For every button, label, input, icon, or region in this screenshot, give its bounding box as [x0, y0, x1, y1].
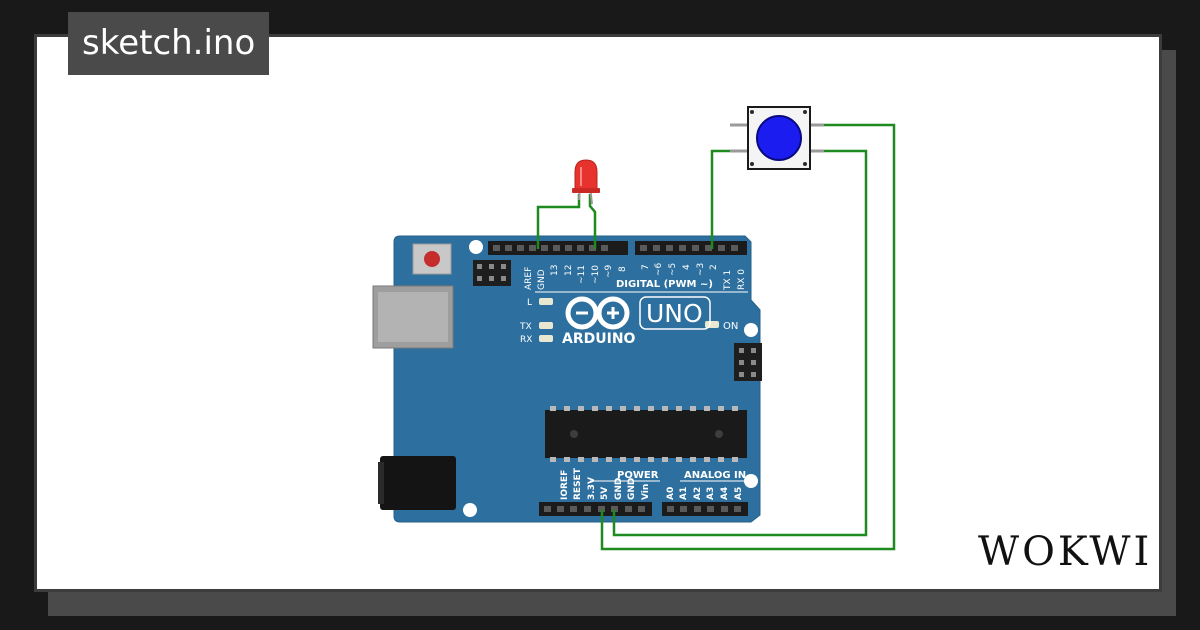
arduino-logo: [565, 296, 630, 330]
board-model: UNO: [646, 299, 703, 328]
analog-label: ANALOG IN: [684, 470, 746, 481]
led-l: [539, 298, 553, 305]
led-rx-label: RX: [520, 335, 532, 345]
pin-label: 7: [641, 264, 651, 270]
pin-label: IOREF: [560, 470, 570, 500]
icsp-header-right: [734, 343, 762, 381]
pin-label: A4: [720, 487, 730, 500]
analog-header: [662, 502, 748, 516]
power-label: POWER: [617, 470, 659, 481]
wire-led-gnd: [536, 194, 581, 249]
pin-label: A0: [666, 487, 676, 500]
pin-label: A2: [693, 487, 703, 500]
on-label: ON: [723, 321, 738, 332]
pin-label: TX 1: [723, 270, 733, 291]
pin-label: ~3: [696, 263, 706, 276]
pin-label: ~9: [604, 264, 614, 278]
power-jack: [380, 456, 456, 510]
led-l-label: L: [527, 298, 532, 308]
pin-label: AREF: [524, 267, 534, 290]
pin-label: A5: [734, 487, 744, 500]
led-tx-label: TX: [519, 322, 532, 332]
pin-label: GND: [627, 478, 637, 500]
atmega-chip: [545, 406, 747, 462]
file-title: sketch.ino: [68, 12, 270, 75]
arduino-brand-text: ARDUINO: [562, 331, 636, 347]
pin-label: 5V: [600, 487, 610, 500]
pushbutton[interactable]: [730, 106, 824, 170]
pin-label: RX 0: [737, 269, 747, 290]
pin-label: ~5: [668, 263, 678, 276]
wire-button-5v: [600, 123, 896, 551]
pin-label: A1: [679, 487, 689, 500]
led-tx: [539, 322, 553, 329]
pin-label: 13: [550, 265, 560, 276]
pin-label: 2: [709, 264, 719, 270]
led-on: [705, 321, 719, 328]
mounting-hole: [463, 503, 477, 517]
wire-button-pin2: [710, 149, 730, 249]
pin-label: 12: [564, 265, 574, 276]
pin-label: 4: [682, 264, 692, 270]
mounting-hole: [744, 474, 758, 488]
logo-minus-plus: [576, 307, 619, 319]
pin-label: 8: [618, 266, 628, 272]
icsp-header-top: [473, 260, 511, 286]
wokwi-logo: WOKWI: [978, 529, 1153, 575]
wires: [536, 123, 896, 551]
pin-label: ~11: [577, 265, 587, 284]
pin-label: A3: [706, 487, 716, 500]
pushbutton-cap: [756, 115, 802, 161]
pin-label: RESET: [573, 467, 583, 500]
analog-pin-labels: A0 A1 A2 A3 A4 A5: [666, 487, 744, 500]
red-led[interactable]: [572, 159, 600, 205]
digital-pin-labels: AREF GND 13 12 ~11 ~10 ~9 8 7 ~6 ~5 4 ~3…: [524, 262, 747, 291]
mounting-hole: [469, 240, 483, 254]
digital-header-left: [488, 241, 628, 255]
mounting-hole: [744, 323, 758, 337]
pin-label: GND: [537, 269, 547, 290]
digital-header-label: DIGITAL (PWM ~): [616, 279, 713, 290]
reset-button-cap[interactable]: [424, 251, 440, 267]
power-pin-labels: IOREF RESET 3.3V 5V GND GND Vin: [560, 467, 651, 500]
led-rx: [539, 335, 553, 342]
arduino-uno-board[interactable]: AREF GND 13 12 ~11 ~10 ~9 8 7 ~6 ~5 4 ~3…: [372, 235, 762, 523]
pin-label: ~6: [654, 262, 664, 276]
pin-label: Vin: [641, 484, 651, 500]
pin-label: ~10: [591, 265, 601, 284]
power-header: [539, 502, 652, 516]
uno-badge: [639, 296, 711, 330]
digital-header-right: [635, 241, 747, 255]
pin-label: 3.3V: [587, 477, 597, 500]
wire-button-gnd: [612, 149, 868, 537]
wire-led-pin10: [588, 194, 597, 249]
pin-label: GND: [614, 478, 624, 500]
